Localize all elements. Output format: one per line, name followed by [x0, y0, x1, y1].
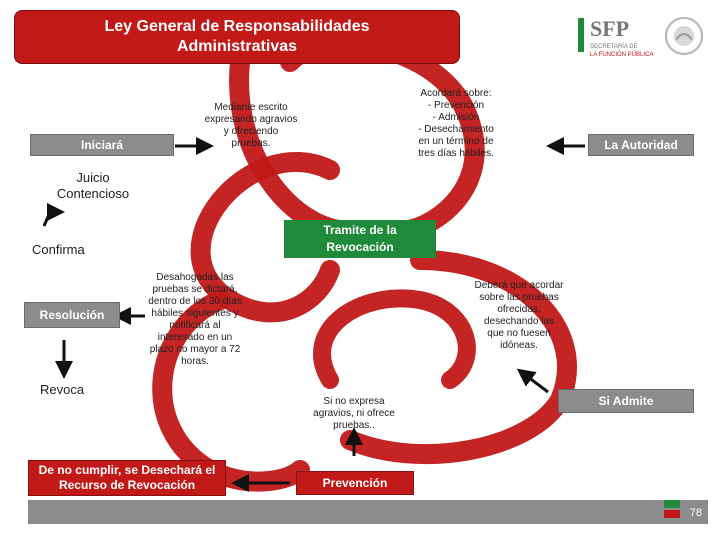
logo-acronym: SFP — [590, 16, 630, 41]
revoca-label: Revoca — [40, 382, 85, 397]
loop-arrow-center — [313, 289, 476, 389]
note-desahogadas-line: pruebas se dictará, — [152, 284, 238, 295]
note-no-expresa-line: Si no expresa — [323, 396, 385, 407]
tramite-line-1: Tramite de la — [323, 223, 397, 237]
prevencion-label: Prevención — [322, 476, 388, 490]
note-escrito-line: y ofreciendo — [223, 126, 279, 137]
note-acordara: Acordará sobre: - Prevención - Admisión … — [396, 88, 516, 160]
note-acordar-pruebas-line: ofrecidas, — [497, 304, 541, 315]
si-admite-label: Si Admite — [598, 394, 654, 408]
title-line-2: Administrativas — [176, 38, 298, 55]
label-juicio-contencioso: Juicio Contencioso — [48, 170, 138, 202]
box-desechara: De no cumplir, se Desechará el Recurso d… — [28, 460, 226, 496]
note-acordara-line: en un término de — [418, 136, 494, 147]
note-desahogadas-line: interesado en un — [157, 332, 233, 343]
autoridad-label: La Autoridad — [604, 138, 678, 152]
note-no-expresa-line: agravios, ni ofrece — [313, 408, 395, 419]
note-escrito: Mediante escrito expresando agravios y o… — [196, 102, 306, 150]
note-desahogadas-line: horas. — [181, 356, 209, 367]
box-si-admite: Si Admite — [558, 389, 694, 413]
logo-org-line-1: SECRETARÍA DE — [590, 44, 638, 50]
note-acordara-line: - Prevención — [427, 100, 485, 111]
coat-of-arms-icon — [665, 17, 703, 55]
sfp-logo: SFP SECRETARÍA DE LA FUNCIÓN PÚBLICA — [578, 14, 706, 60]
note-acordar-pruebas-line: que no fuesen — [487, 328, 551, 339]
note-acordar-pruebas: Deberá que acordar sobre las pruebas ofr… — [464, 280, 574, 352]
logo-org-line-2: LA FUNCIÓN PÚBLICA — [590, 52, 654, 58]
loop-arrow-bottom — [152, 290, 310, 492]
tramite-line-2: Revocación — [326, 240, 394, 254]
note-desahogadas-line: Desahogadas las — [156, 272, 234, 283]
note-desahogadas-line: dentro de los 30 días — [148, 296, 242, 307]
footer-red-square — [664, 510, 680, 518]
note-escrito-line: Mediante escrito — [214, 102, 288, 113]
label-confirma: Confirma — [32, 242, 85, 258]
juicio-line-2: Contencioso — [56, 186, 130, 201]
footer-green-square — [664, 500, 680, 508]
note-acordara-line: - Desechamiento — [418, 124, 494, 135]
box-tramite-revocacion: Tramite de la Revocación — [284, 220, 436, 258]
title-line-1: Ley General de Responsabilidades — [104, 18, 370, 35]
box-resolucion: Resolución — [24, 302, 120, 328]
note-acordara-line: Acordará sobre: — [420, 88, 492, 99]
page-number: 78 — [689, 507, 702, 519]
note-acordara-line: tres días hábiles. — [418, 148, 494, 159]
note-escrito-line: pruebas. — [231, 138, 271, 149]
desechara-line-1: De no cumplir, se Desechará el — [38, 463, 216, 477]
note-escrito-line: expresando agravios — [204, 114, 298, 125]
box-prevencion: Prevención — [296, 471, 414, 495]
loop-arrow-left — [190, 152, 340, 323]
note-no-expresa-line: pruebas.. — [333, 420, 375, 431]
note-acordar-pruebas-line: idóneas. — [500, 340, 538, 351]
note-desahogadas: Desahogadas las pruebas se dictará, dent… — [140, 272, 250, 368]
note-acordar-pruebas-line: sobre las pruebas — [479, 292, 559, 303]
arrow-si-admite-upleft — [516, 368, 549, 394]
label-revoca: Revoca — [40, 382, 84, 398]
juicio-line-1: Juicio — [76, 170, 110, 185]
arrow-juicio-up — [42, 203, 65, 227]
resolucion-label: Resolución — [39, 308, 105, 322]
note-acordar-pruebas-line: Deberá que acordar — [474, 280, 564, 291]
note-acordar-pruebas-line: desechando las — [483, 316, 555, 327]
box-iniciara: Iniciará — [30, 134, 174, 156]
confirma-label: Confirma — [32, 242, 85, 257]
desechara-line-2: Recurso de Revocación — [58, 478, 196, 492]
note-desahogadas-line: hábiles siguientes y — [151, 308, 239, 319]
iniciara-label: Iniciará — [80, 138, 124, 152]
note-desahogadas-line: notificará al — [169, 320, 221, 331]
footer-bar — [28, 500, 708, 524]
page-title: Ley General de Responsabilidades Adminis… — [14, 10, 460, 64]
note-no-expresa: Si no expresa agravios, ni ofrece prueba… — [302, 396, 406, 432]
box-la-autoridad: La Autoridad — [588, 134, 694, 156]
note-desahogadas-line: plazo no mayor a 72 — [149, 344, 241, 355]
note-acordara-line: - Admisión — [432, 112, 480, 123]
